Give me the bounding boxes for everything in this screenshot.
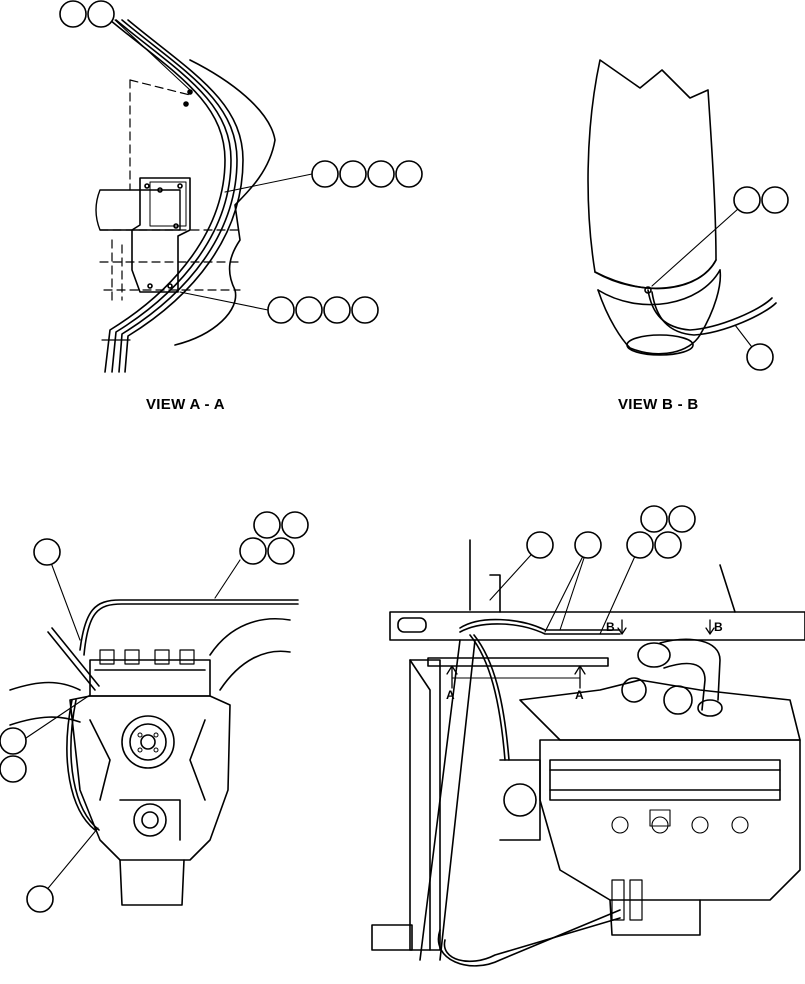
section-mark-a-right: A (575, 688, 584, 702)
section-mark-b-right: B (714, 620, 723, 634)
section-mark-b-left: B (606, 620, 615, 634)
engine-side-view (371, 505, 805, 967)
view-b-caption: VIEW B - B (618, 396, 699, 413)
view-b-detail (587, 59, 789, 371)
engine-front-view (0, 511, 309, 913)
view-a-caption: VIEW A - A (146, 396, 225, 413)
view-a-detail (59, 0, 423, 373)
section-mark-a-left: A (446, 688, 455, 702)
